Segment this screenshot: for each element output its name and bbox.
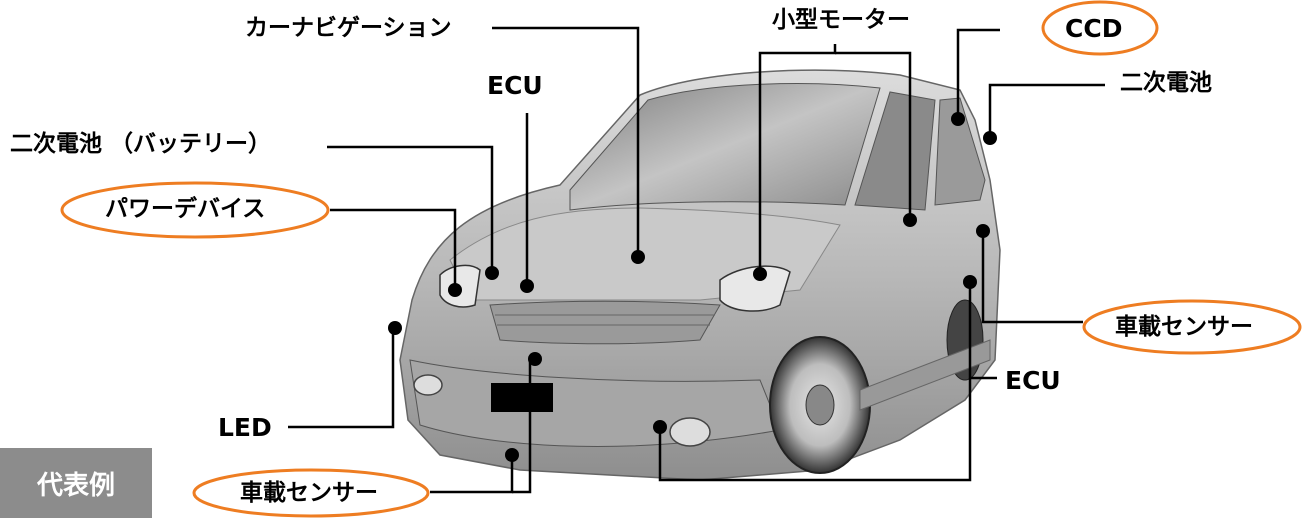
fog-light-left: [413, 374, 443, 396]
label-onboard-sensor-bottom: 車載センサー: [240, 480, 378, 506]
dot-secondary-battery-right: [983, 131, 997, 145]
dot-ecu-top: [520, 279, 534, 293]
dot-fog-light: [653, 420, 667, 434]
dot-sensor-bottom: [505, 448, 519, 462]
highlight-ccd: [1041, 0, 1159, 56]
leader-onboard-sensor-right: [981, 232, 1083, 324]
highlight-onboard-sensor-bottom: [192, 468, 430, 518]
dot-small-motor-left: [753, 267, 767, 281]
dot-led: [388, 321, 402, 335]
label-onboard-sensor-right: 車載センサー: [1115, 314, 1253, 340]
grille: [489, 300, 721, 345]
highlight-power-device: [60, 181, 330, 239]
leader-power-device: [330, 208, 457, 290]
leader-ccd: [956, 28, 1000, 118]
leader-secondary-battery-right: [988, 83, 1105, 137]
leader-led: [288, 330, 395, 429]
dot-power-device: [448, 283, 462, 297]
leader-onboard-sensor-bottom: [430, 456, 514, 494]
side-window-rear: [934, 97, 986, 206]
dot-small-motor-right: [903, 213, 917, 227]
dot-secondary-battery-left: [485, 266, 499, 280]
side-window-front: [854, 91, 936, 211]
leader-car-navigation: [492, 26, 640, 255]
leader-secondary-battery-left: [327, 145, 494, 273]
dot-ccd: [951, 112, 965, 126]
label-secondary-battery-left: 二次電池 （バッテリー）: [10, 131, 272, 157]
representative-example-badge: 代表例: [0, 448, 152, 518]
label-power-device: パワーデバイス: [105, 196, 266, 222]
label-ecu-right: ECU: [1005, 366, 1061, 395]
fog-light-right: [669, 417, 711, 447]
headlight-right: [719, 265, 791, 312]
dot-onboard-sensor-right: [976, 224, 990, 238]
windshield: [569, 83, 881, 211]
dot-car-navigation: [631, 250, 645, 264]
leader-small-motor: [758, 44, 837, 273]
highlight-onboard-sensor-right: [1082, 299, 1302, 355]
license-plate: [491, 383, 553, 412]
label-ecu-top: ECU: [487, 71, 543, 100]
label-ccd: CCD: [1065, 14, 1123, 43]
label-secondary-battery-right: 二次電池: [1120, 70, 1212, 96]
label-led: LED: [218, 413, 272, 442]
label-small-motor: 小型モーター: [772, 7, 910, 33]
dot-ecu-right: [963, 275, 977, 289]
label-car-navigation: カーナビゲーション: [245, 15, 452, 41]
dot-sensor-grille: [528, 352, 542, 366]
